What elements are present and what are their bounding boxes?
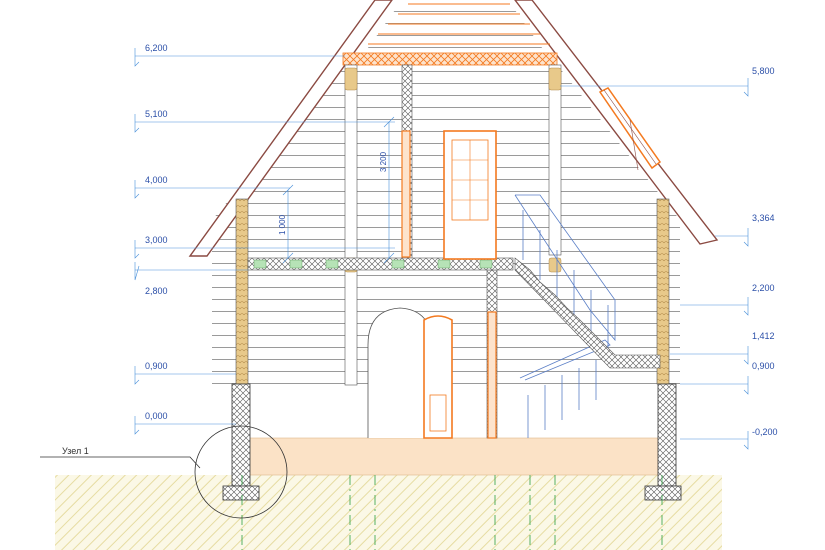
- elevation-labels-left: 6,200 5,100 4,000 3,000 2,800 0,900 0,00…: [145, 43, 168, 421]
- dimension-lines: [282, 116, 395, 264]
- elevation-labels-right: 5,800 3,364 2,200 1,412 0,900 -0,200: [752, 66, 778, 437]
- arch-doorway: [367, 307, 433, 438]
- elevation-marks-left: [134, 48, 395, 435]
- node-circle: [194, 425, 288, 519]
- foundation: [222, 383, 682, 501]
- gable-logs: [365, 10, 545, 52]
- dim-window-sill: 1 000: [278, 214, 287, 235]
- axis-lines: [241, 475, 663, 550]
- lower-door: [423, 315, 453, 439]
- elev-2800: 2,800: [145, 286, 168, 296]
- ridge-truss: [368, 3, 550, 45]
- elev-6200: 6,200: [145, 43, 168, 53]
- elev-0000: 0,000: [145, 411, 168, 421]
- elev-5100: 5,100: [145, 109, 168, 119]
- roof: [188, 0, 719, 257]
- lower-jamb: [487, 311, 497, 439]
- elev-2200: 2,200: [752, 283, 775, 293]
- elev-3364: 3,364: [752, 213, 775, 223]
- elev-1412: 1,412: [752, 331, 775, 341]
- elev-4000: 4,000: [145, 175, 168, 185]
- upper-jamb: [401, 130, 411, 258]
- stair-stringer: [514, 257, 661, 369]
- floor-joist-ends: [253, 259, 493, 269]
- skylight: [598, 87, 662, 171]
- ceiling-beam: [342, 52, 558, 66]
- elev-0900-right: 0,900: [752, 361, 775, 371]
- log-columns: [344, 64, 562, 386]
- left-wall: [235, 198, 249, 385]
- elev-0900-left: 0,900: [145, 361, 168, 371]
- node-leader: [40, 456, 201, 469]
- upper-door: [443, 130, 497, 260]
- node-label: Узел 1: [62, 446, 89, 456]
- floor-slab: [247, 437, 659, 476]
- elev-3000: 3,000: [145, 235, 168, 245]
- elev--0200: -0,200: [752, 427, 778, 437]
- ground: [55, 475, 722, 550]
- dim-door-height: 3 200: [379, 151, 388, 172]
- staircase: [514, 194, 616, 438]
- elev-5800: 5,800: [752, 66, 775, 76]
- elevation-marks-right: [560, 78, 749, 450]
